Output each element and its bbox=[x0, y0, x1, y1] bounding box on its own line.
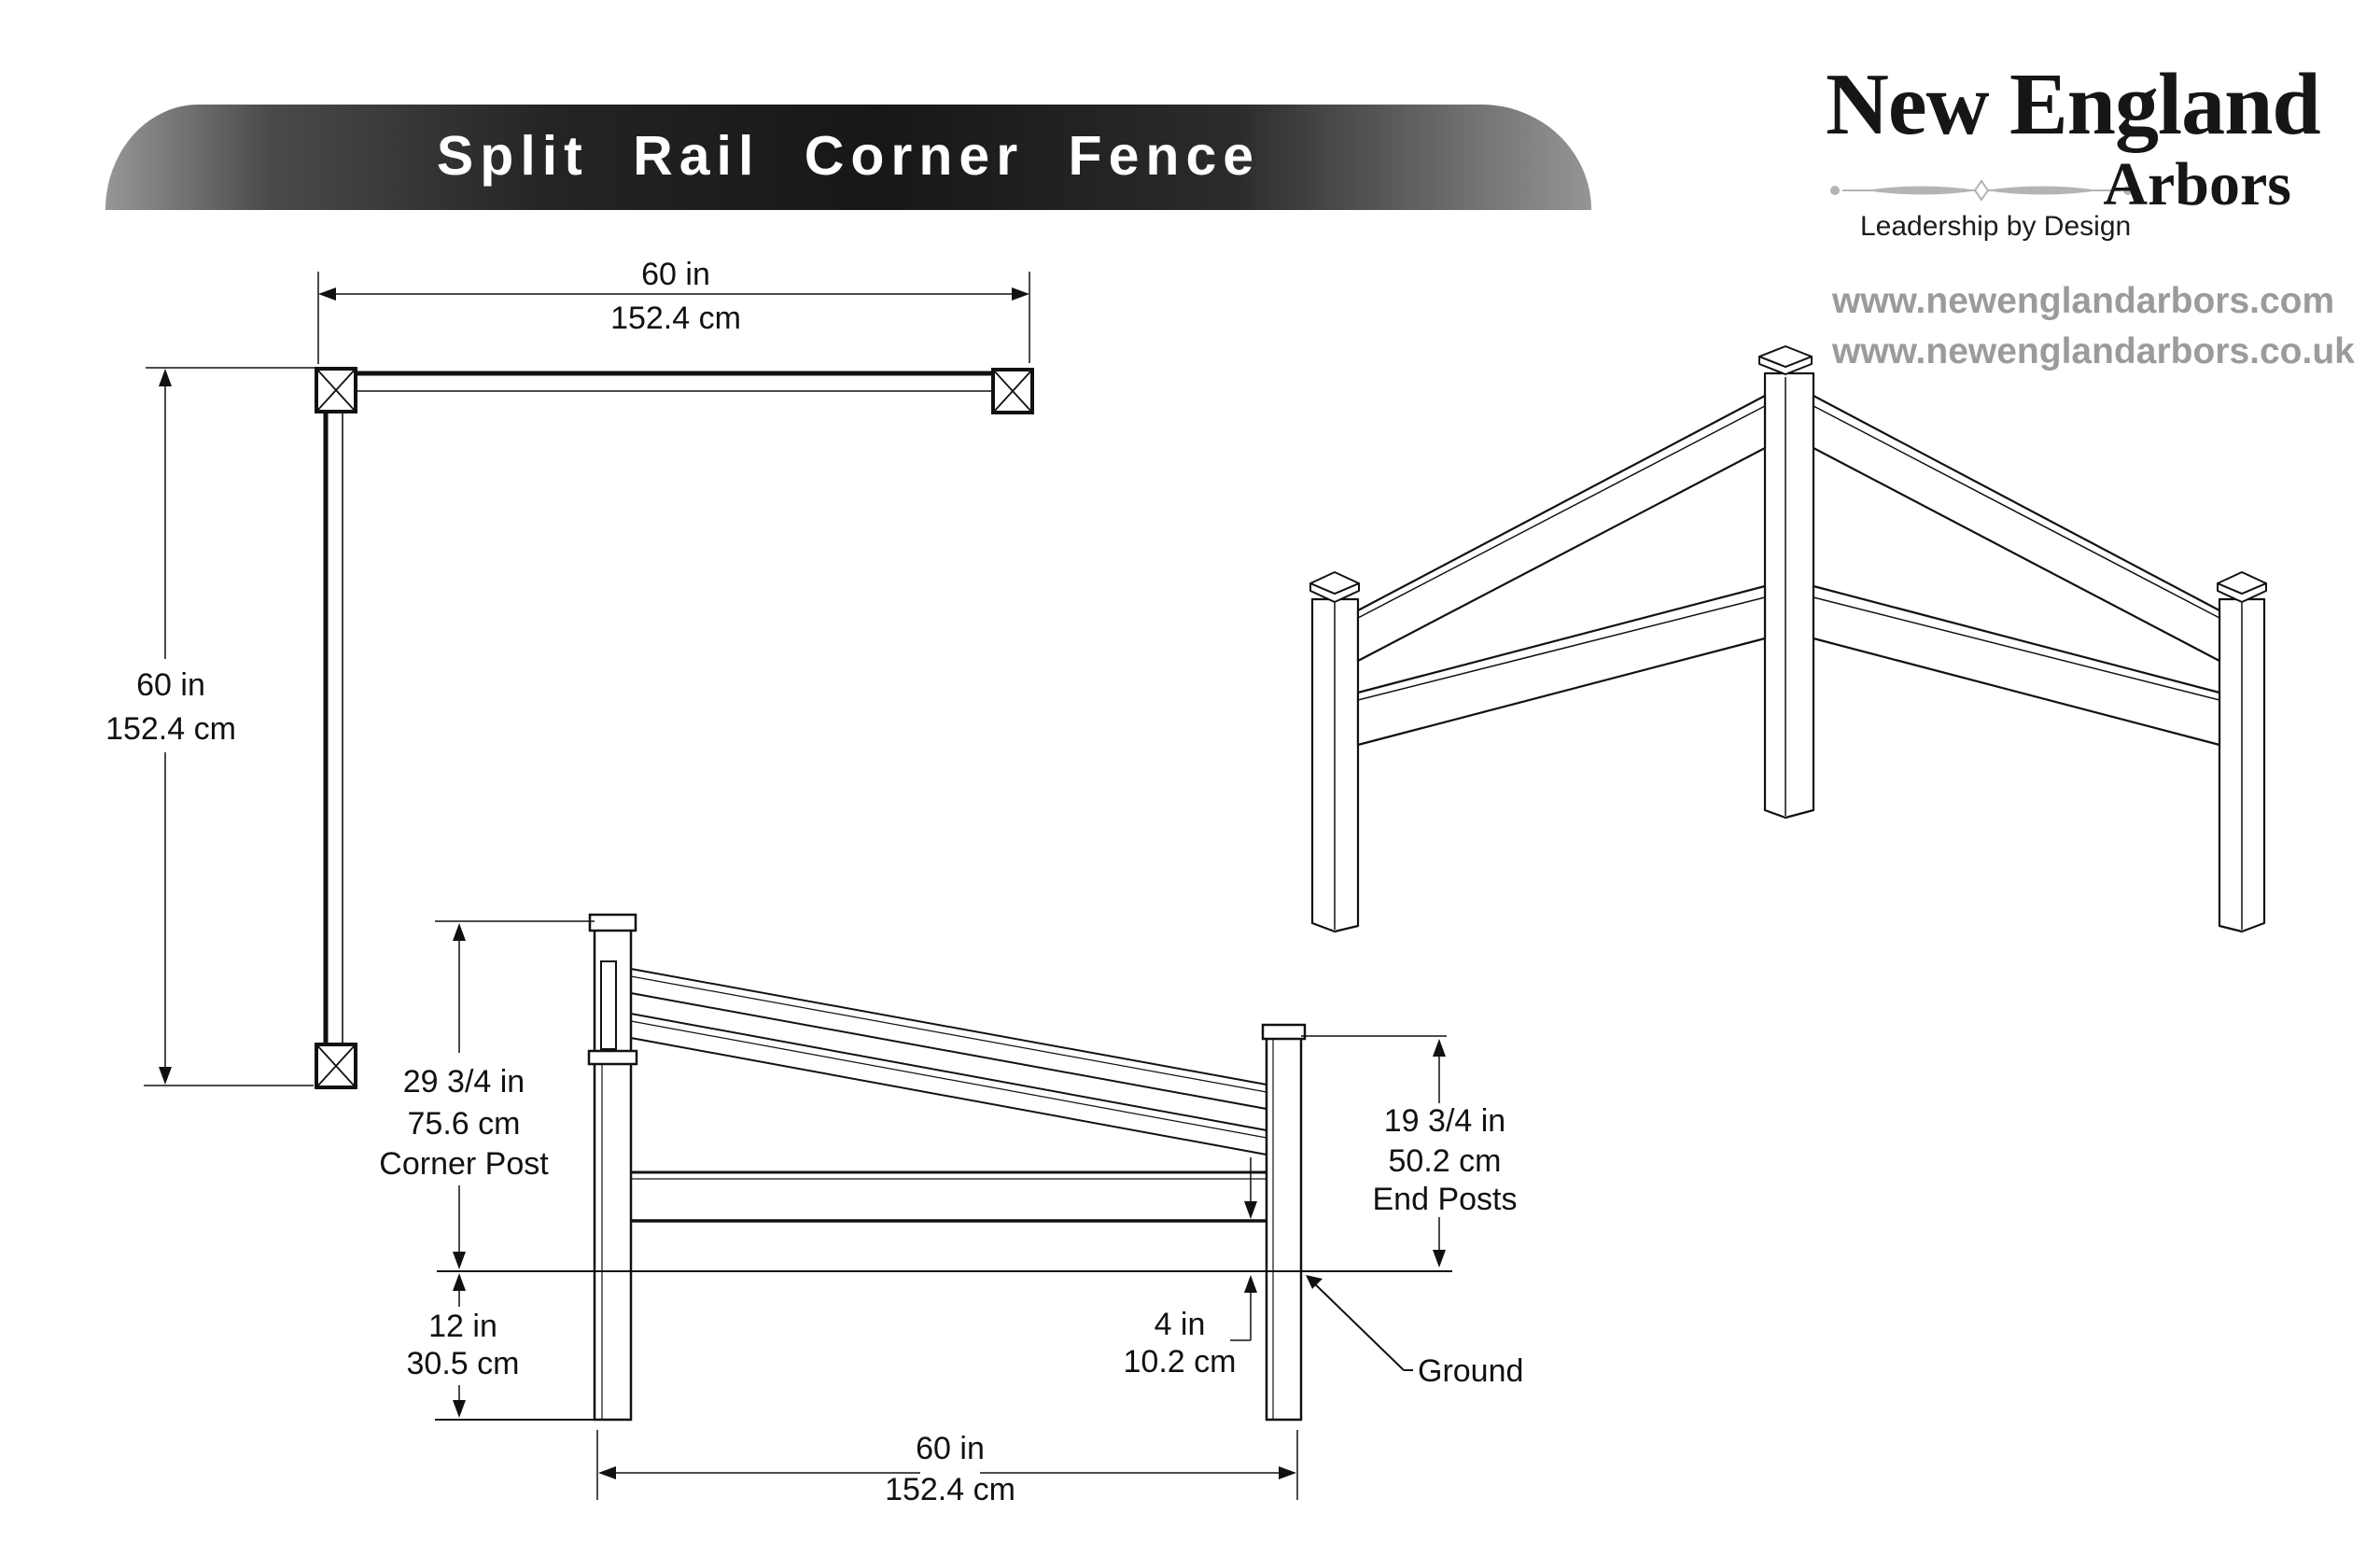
ground-callout: Ground bbox=[1306, 1275, 1523, 1389]
plan-depth-in: 60 in bbox=[136, 667, 205, 703]
brand-name-bottom: Arbors bbox=[2103, 150, 2291, 218]
corner-post-label: Corner Post bbox=[379, 1146, 549, 1182]
brand-name-top: New England bbox=[1826, 56, 2321, 153]
span-dimension: 60 in 152.4 cm bbox=[596, 1430, 1298, 1507]
perspective-view bbox=[1309, 345, 2267, 933]
rail-gap-cm: 10.2 cm bbox=[1124, 1344, 1237, 1380]
plan-rail-vertical bbox=[323, 412, 343, 1044]
elevation-view: 29 3/4 in 75.6 cm Corner Post 12 in 30.5… bbox=[379, 913, 1523, 1507]
persp-right-upper-rail bbox=[1812, 394, 2221, 663]
plan-depth-cm: 152.4 cm bbox=[105, 711, 236, 747]
logo-flourish-icon bbox=[1830, 179, 2133, 202]
persp-left-end-post bbox=[1309, 571, 1360, 933]
persp-left-lower-rail bbox=[1356, 584, 1767, 747]
buried-depth-dimension: 12 in 30.5 cm bbox=[407, 1273, 595, 1421]
plan-rail-horizontal bbox=[356, 371, 993, 392]
persp-right-lower-rail bbox=[1812, 584, 2221, 747]
span-in: 60 in bbox=[916, 1431, 985, 1466]
elevation-horizontal-rail bbox=[631, 1170, 1286, 1223]
plan-end-post-right bbox=[991, 368, 1034, 414]
brand-urls: www.newenglandarbors.com www.newenglanda… bbox=[1832, 276, 2355, 377]
end-post-cm: 50.2 cm bbox=[1389, 1143, 1502, 1179]
corner-post-cm: 75.6 cm bbox=[408, 1106, 521, 1142]
buried-depth-cm: 30.5 cm bbox=[407, 1346, 520, 1381]
elevation-end-post bbox=[1261, 1023, 1307, 1422]
corner-post-in: 29 3/4 in bbox=[403, 1064, 525, 1100]
buried-depth-in: 12 in bbox=[428, 1309, 497, 1344]
url-co-uk: www.newenglandarbors.co.uk bbox=[1832, 331, 2355, 371]
plan-width-in: 60 in bbox=[641, 257, 710, 292]
persp-right-end-post bbox=[2217, 571, 2267, 933]
elevation-corner-post bbox=[587, 913, 638, 1422]
corner-post-height-dimension: 29 3/4 in 75.6 cm Corner Post bbox=[379, 920, 595, 1269]
rail-gap-in: 4 in bbox=[1155, 1307, 1206, 1342]
rail-gap-dimension: 4 in 10.2 cm bbox=[1124, 1157, 1257, 1380]
plan-end-post-bottom bbox=[315, 1043, 357, 1089]
plan-width-cm: 152.4 cm bbox=[610, 301, 741, 336]
plan-view: 60 in 152.4 cm 60 in 152.4 cm bbox=[105, 257, 1034, 1089]
end-post-in: 19 3/4 in bbox=[1384, 1103, 1505, 1139]
span-cm: 152.4 cm bbox=[885, 1472, 1015, 1507]
page-title: Split Rail Corner Fence bbox=[436, 124, 1261, 187]
plan-corner-post bbox=[315, 367, 357, 413]
plan-width-dimension: 60 in 152.4 cm bbox=[317, 257, 1030, 364]
persp-left-upper-rail bbox=[1356, 394, 1767, 663]
plan-depth-dimension: 60 in 152.4 cm bbox=[105, 367, 315, 1086]
persp-corner-post bbox=[1758, 345, 1815, 820]
url-com: www.newenglandarbors.com bbox=[1832, 281, 2335, 321]
end-post-label: End Posts bbox=[1373, 1182, 1518, 1217]
title-banner: Split Rail Corner Fence bbox=[105, 105, 1591, 210]
ground-label: Ground bbox=[1418, 1353, 1523, 1389]
brand-tagline: Leadership by Design bbox=[1860, 211, 2132, 242]
end-post-height-dimension: 19 3/4 in 50.2 cm End Posts bbox=[1301, 1035, 1518, 1268]
